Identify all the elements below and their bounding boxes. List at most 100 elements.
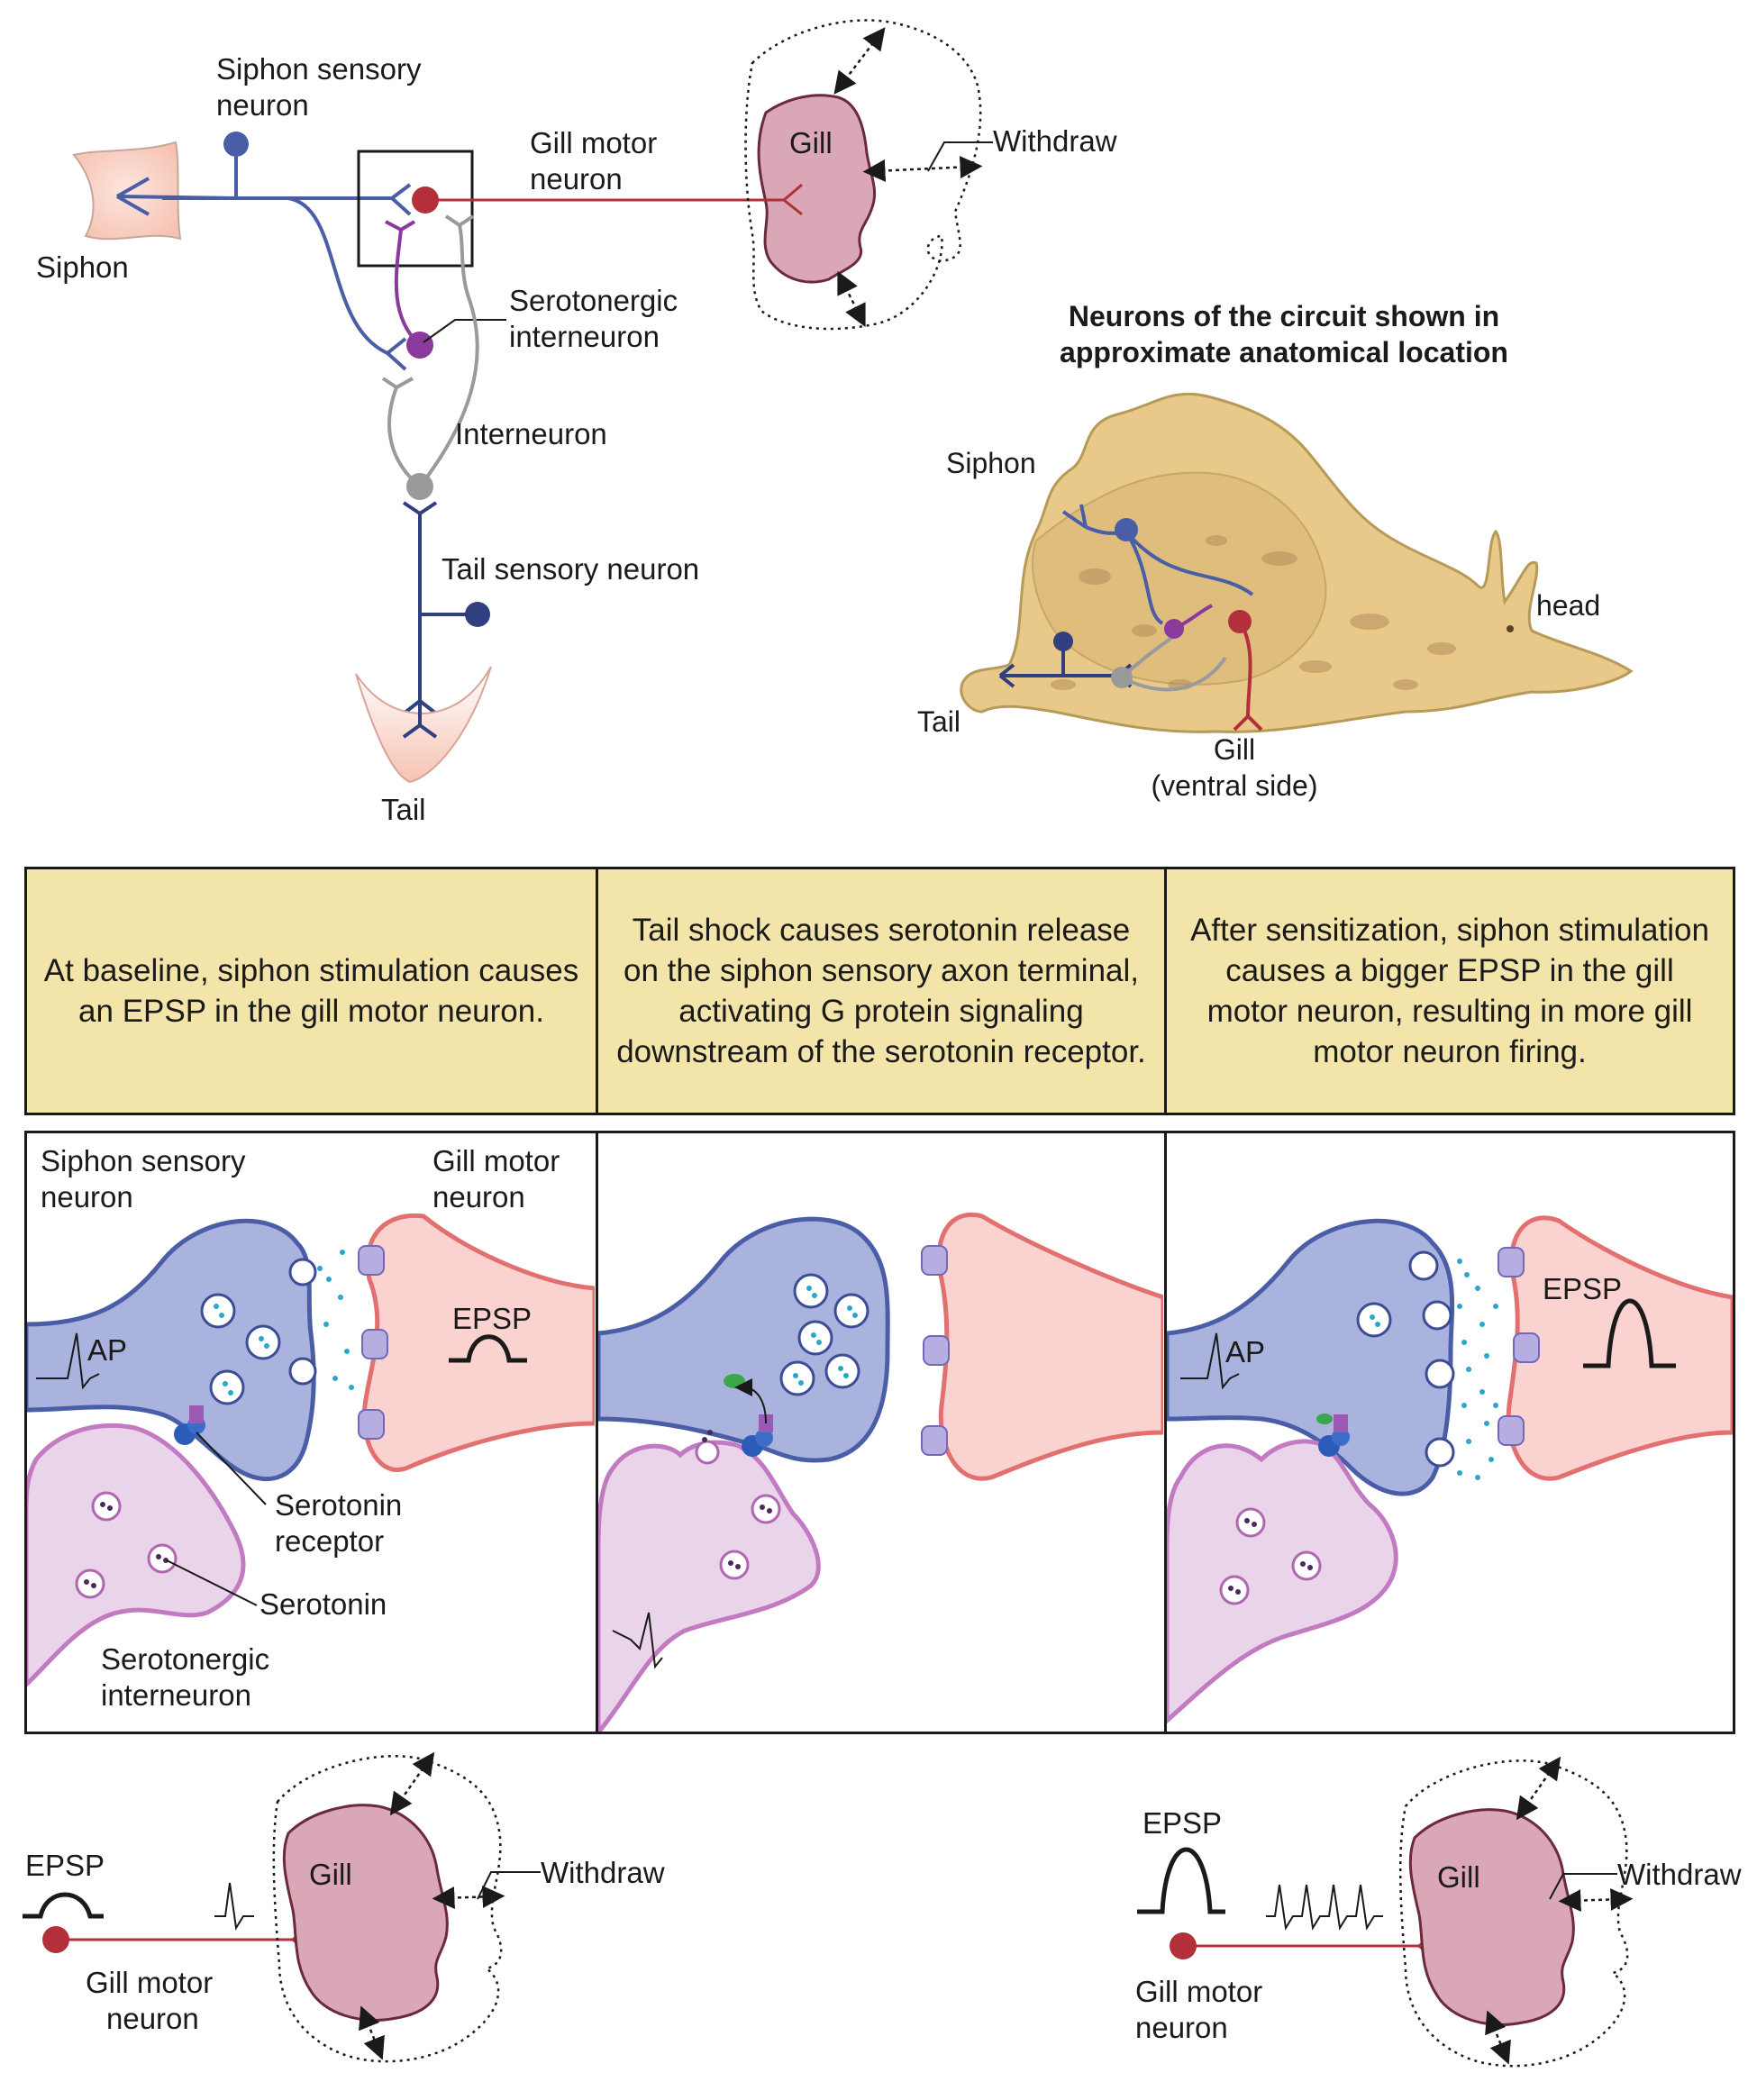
- panel3-serotonergic-vesicles: [1219, 1507, 1322, 1605]
- panel-border-tail-shock: [596, 1131, 1167, 1734]
- bottom1-arrow-bottom: [359, 2005, 385, 2060]
- tail-dendrite: [402, 701, 438, 739]
- bottom3-motor-label-2: neuron: [1135, 2011, 1228, 2044]
- anatomy-gill-label-2: (ventral side): [1152, 769, 1318, 802]
- panel3-serotonergic-terminal: [1167, 1439, 1398, 1724]
- panel2-vesicles: [779, 1273, 869, 1396]
- outcome-baseline: EPSP Gill Withdraw Gill motor neuron: [23, 1751, 665, 2063]
- bottom3-gill-label: Gill: [1437, 1860, 1480, 1894]
- anatomy-siphon-label: Siphon: [946, 447, 1036, 479]
- synapse-panel-baseline: [26, 1213, 595, 1688]
- panel3-serotonin-dots: [1228, 1518, 1313, 1595]
- bottom3-motor-label-1: Gill motor: [1135, 1975, 1262, 2008]
- anatomy-tail-sensory: [998, 649, 1133, 688]
- anatomy-interneuron-soma: [1111, 667, 1133, 688]
- withdraw-arrow-bottom: [837, 270, 866, 328]
- bottom1-withdraw-pointer: [477, 1871, 541, 1900]
- caption-baseline: At baseline, siphon stimulation causes a…: [24, 867, 598, 1115]
- sensory-terminal-2: [386, 337, 407, 371]
- anatomy-tail-label: Tail: [917, 705, 960, 738]
- bottom1-motor-label-2: neuron: [106, 2002, 199, 2035]
- aplysia-spots: [1051, 535, 1456, 690]
- bottom1-motor-axon: [56, 1922, 313, 1957]
- anatomy-title-1: Neurons of the circuit shown in: [1069, 300, 1499, 332]
- panel3-epsp-trace: [1583, 1298, 1676, 1368]
- caption-tail-shock-text: Tail shock causes serotonin release on t…: [616, 913, 1146, 1069]
- synapse-box: [357, 150, 474, 268]
- bottom3-spikes: [1266, 1884, 1383, 1931]
- withdraw-arrow-top: [833, 27, 886, 95]
- interneuron-axon: [381, 214, 479, 488]
- caption-sensitized: After sensitization, siphon stimulation …: [1164, 867, 1735, 1115]
- bottom3-withdraw-label: Withdraw: [1617, 1858, 1742, 1891]
- gill-shape: [757, 94, 877, 284]
- bottom3-arrow-right: [1558, 1887, 1634, 1913]
- tail-sensory-label: Tail sensory neuron: [442, 552, 699, 586]
- anatomy-motor-axon: [1233, 620, 1263, 732]
- syn-epsp-label-1: EPSP: [452, 1302, 532, 1335]
- serotonergic-label-1: Serotonergic: [509, 284, 678, 317]
- outcome-sensitized: EPSP Gill Withdraw Gill motor neuron: [1135, 1756, 1742, 2068]
- syn-gill-motor-label-2: neuron: [432, 1180, 525, 1214]
- withdraw-arrow-right: [862, 156, 983, 182]
- anatomy-diagram: Neurons of the circuit shown in approxim…: [917, 300, 1634, 802]
- panel1-serotonin-dots: [84, 1502, 168, 1588]
- bottom3-arrow-top: [1516, 1756, 1561, 1821]
- panel2-g-protein-arrow: [734, 1378, 767, 1424]
- syn-gill-motor-label-1: Gill motor: [432, 1144, 560, 1177]
- syn-serotonin-receptor-label-1: Serotonin: [275, 1488, 402, 1522]
- syn-epsp-label-3: EPSP: [1543, 1272, 1622, 1305]
- withdraw-label: Withdraw: [993, 124, 1117, 158]
- bottom3-motor-axon: [1183, 1928, 1439, 1964]
- panel1-receptors: [358, 1245, 388, 1440]
- panel1-neurotransmitter: [214, 1250, 354, 1395]
- bottom1-gill-outline: [272, 1755, 503, 2063]
- panel1-ap-trace: [36, 1332, 100, 1390]
- siphon-sensory-axon: [162, 149, 392, 355]
- panel2-serotonin-receptor: [742, 1414, 773, 1457]
- serotonergic-axon: [385, 220, 422, 347]
- bottom1-motor-label-1: Gill motor: [86, 1966, 213, 1999]
- panel1-receptor-pointer: [196, 1432, 267, 1505]
- panel3-serotonin-receptor: [1316, 1414, 1350, 1457]
- synapse-panel-tail-shock: [598, 1213, 1163, 1732]
- syn-siphon-sensory-label-2: neuron: [41, 1180, 133, 1214]
- bottom1-epsp-trace: [23, 1892, 104, 1919]
- panel1-serotonin-pointer: [166, 1559, 258, 1606]
- tail-sensory-axon: [402, 501, 473, 715]
- siphon-sensory-label-1: Siphon sensory: [216, 52, 422, 86]
- panel2-neurotransmitter: [793, 1286, 858, 1386]
- siphon-label: Siphon: [36, 250, 129, 284]
- bottom3-epsp-label: EPSP: [1143, 1806, 1222, 1840]
- bottom1-gill-shape: [282, 1804, 449, 2022]
- bottom3-gill-outline: [1398, 1759, 1629, 2068]
- aplysia-eye: [1507, 625, 1514, 632]
- bottom1-epsp-label: EPSP: [25, 1849, 105, 1882]
- panel1-serotonergic-vesicles: [75, 1491, 178, 1599]
- panel1-serotonergic-terminal: [26, 1423, 246, 1688]
- bottom1-arrow-right: [432, 1885, 505, 1910]
- panel3-ap-trace: [1180, 1332, 1240, 1390]
- bottom1-arrow-top: [389, 1751, 435, 1816]
- serotonergic-label-2: interneuron: [509, 320, 660, 353]
- panel2-ap-trace: [612, 1612, 663, 1669]
- panel3-receptors: [1498, 1247, 1540, 1446]
- panel2-serotonin-dots: [702, 1430, 772, 1569]
- bottom3-arrow-bottom: [1485, 2010, 1511, 2065]
- anatomy-tail-sensory-soma: [1053, 632, 1073, 651]
- syn-serotonin-receptor-label-2: receptor: [275, 1524, 384, 1558]
- panel3-sensory-terminal: [1167, 1218, 1455, 1496]
- tail-shape: [355, 666, 492, 784]
- bottom1-gill-label: Gill: [309, 1858, 352, 1891]
- tail-label: Tail: [381, 793, 426, 826]
- syn-serotonergic-label-2: interneuron: [101, 1678, 251, 1712]
- panel2-serotonergic-vesicles: [695, 1440, 781, 1580]
- siphon-sensory-label-2: neuron: [216, 88, 309, 122]
- anatomy-title-2: approximate anatomical location: [1060, 336, 1508, 368]
- gill-motor-label-2: neuron: [530, 162, 623, 195]
- panel1-epsp-trace: [449, 1334, 527, 1363]
- circuit-diagram: Siphon Siphon sensory neuron Gill motor …: [36, 19, 1117, 826]
- anatomy-serotonergic: [1173, 604, 1213, 631]
- syn-ap-label-3: AP: [1225, 1335, 1265, 1368]
